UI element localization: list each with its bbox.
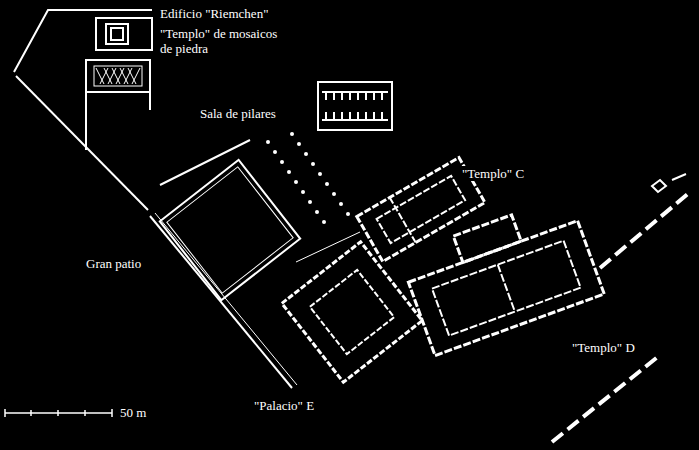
mosaic-temple (86, 60, 150, 150)
building-label: "Templo" de mosaicos de piedra (158, 26, 280, 56)
wall (160, 140, 250, 185)
great-courtyard (160, 160, 300, 300)
patio-wall (155, 213, 297, 385)
wall-fragment (652, 174, 686, 192)
scale-label: 50 m (118, 405, 148, 420)
building-label: "Templo" C (460, 166, 526, 181)
enclosure-wall (16, 76, 148, 210)
temple-d (399, 194, 604, 355)
buttressed-hall (318, 82, 392, 130)
wall (296, 232, 360, 262)
area-label: Sala de pilares (198, 106, 278, 121)
building-label: "Palacio" E (252, 398, 316, 413)
riemchen-building (96, 18, 152, 50)
enclosure-wall (14, 10, 152, 72)
scale-bar (5, 409, 112, 417)
area-label: Gran patio (84, 256, 143, 271)
building-label: "Templo" D (570, 340, 637, 355)
building-label: Edificio "Riemchen" (158, 6, 270, 21)
patio-wall (150, 216, 292, 388)
pillar-rows (266, 132, 350, 224)
palace-e (282, 242, 422, 382)
wall-fragment (552, 192, 690, 442)
